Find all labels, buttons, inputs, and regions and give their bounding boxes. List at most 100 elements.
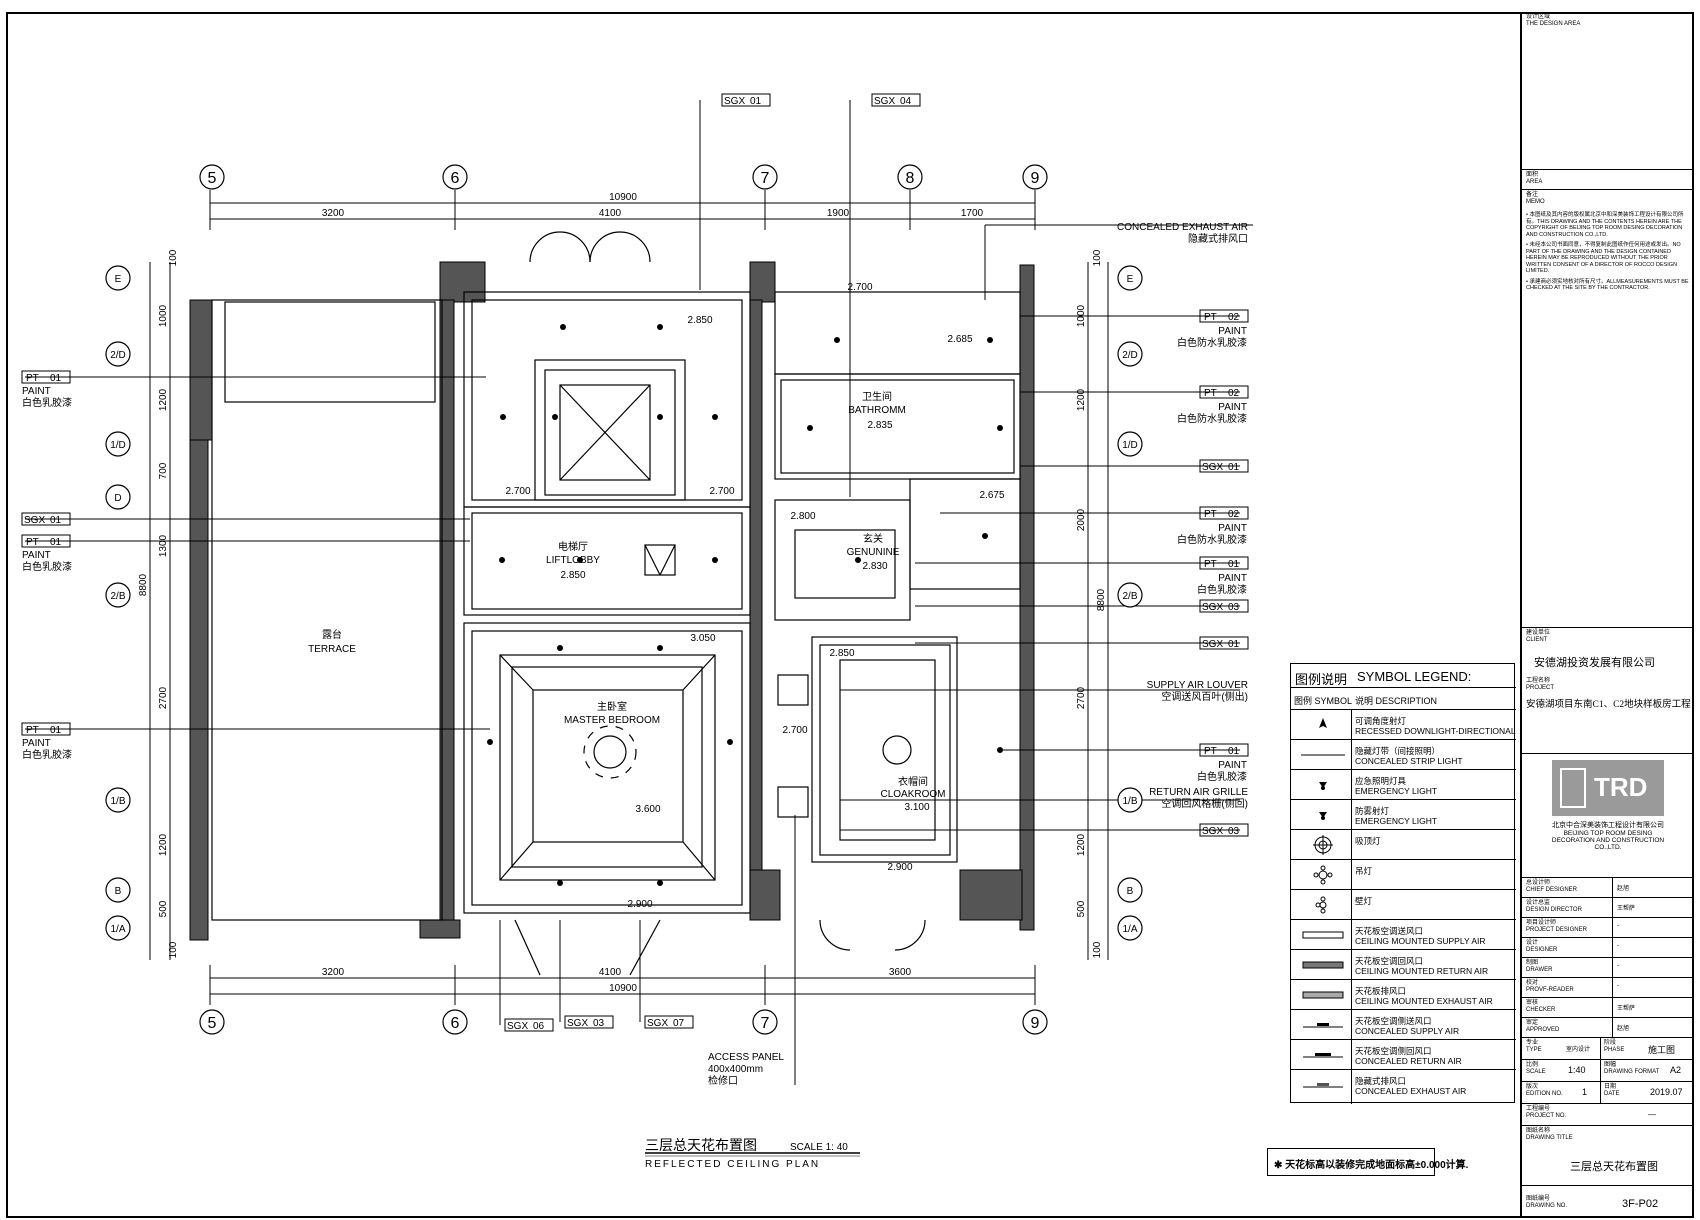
callout-supply-cn: 空调送风百叶(侧出) [1161,690,1248,703]
signoff-role-cn: 制图 [1526,960,1539,966]
area-label-cn: 面积 [1526,172,1539,178]
tag-en: PAINT [22,386,51,397]
room-cloak-level: 3.100 [904,802,929,813]
format-label-en: DRAWING FORMAT [1604,1069,1660,1075]
level-mark: 2.850 [829,648,854,659]
room-bathroom-en: BATHROMM [848,405,906,416]
project-no-value: — [1648,1110,1656,1119]
legend-item-en: CONCEALED STRIP LIGHT [1355,756,1463,766]
return-air-icon [1299,954,1347,976]
grid-col-7-bottom: 7 [761,1015,770,1032]
exhaust-air-icon [1299,984,1347,1006]
tag-code: SGX [647,1018,668,1029]
legend-row: 天花板空调回风口 CEILING MOUNTED RETURN AIR [1291,950,1516,980]
room-liftlobby-level: 2.850 [560,570,585,581]
dim-left-3: 1200 [158,388,169,411]
company-logo: TRD [1552,760,1664,816]
signoff-role-cn: 审定 [1526,1020,1539,1026]
callout-exhaust-cn: 隐藏式排风口 [1188,232,1248,245]
room-liftlobby-cn: 电梯厅 [558,540,588,553]
room-cloak-en: CLOAKROOM [880,789,945,800]
tag-code: PT [1204,559,1217,570]
tag-no: 01 [1228,559,1240,570]
tag-code: PT [1204,746,1217,757]
tag-code: SGX [1202,826,1223,837]
antifog-light-icon [1299,804,1347,826]
signoff-role-cn: 设计 [1526,940,1539,946]
edition-label-cn: 版次 [1526,1084,1539,1090]
signoff-name: 赵旭 [1617,886,1630,892]
client-cell: 建设单位 CLIENT 安德湖投资发展有限公司 工程名称 PROJECT 安德湖… [1522,628,1694,754]
room-master-cn: 主卧室 [597,700,627,713]
dim-left-4: 700 [158,462,169,479]
grid-row-1b-left: 1/B [110,796,125,807]
project-label-en: PROJECT [1526,685,1555,691]
legend-item-cn: 应急照明灯具 [1355,776,1407,786]
phase-label-en: PHASE [1604,1047,1625,1053]
room-bathroom-cn: 卫生间 [862,390,892,403]
dim-top-2: 4100 [599,208,622,219]
legend-item-cn: 天花板空调侧回风口 [1355,1046,1432,1056]
callout-return-cn: 空调回风格栅(侧回) [1161,797,1248,810]
legend-title: 图例说明 SYMBOL LEGEND: [1291,664,1516,688]
format-label-cn: 图幅 [1604,1062,1617,1068]
ceiling-light-icon [1299,834,1347,856]
tag-no: 01 [50,537,62,548]
tag-code: SGX [567,1018,588,1029]
legend-item-cn: 隐藏式排风口 [1355,1076,1407,1086]
phase-label-cn: 阶段 [1604,1040,1617,1046]
legend-item-cn: 防雾射灯 [1355,806,1390,816]
type-label-cn: 专业 [1526,1040,1539,1046]
tag-cn: 白色防水乳胶漆 [1177,412,1247,425]
dim-bottom-1: 3200 [322,967,345,978]
legend-header: 图例 SYMBOL 说明 DESCRIPTION [1291,688,1516,710]
client-label-cn: 建设单位 [1526,630,1551,636]
grid-row-2b-left: 2/B [110,591,125,602]
grid-col-6-top: 6 [451,170,460,187]
level-mark: 2.900 [887,862,912,873]
level-mark: 2.700 [847,282,872,293]
signoff-role-en: CHIEF DESIGNER [1526,887,1578,893]
scale-value: 1:40 [1568,1065,1586,1075]
level-mark: 2.700 [782,725,807,736]
memo-cell: 备注 MEMO • 本图纸及其内容的版权属北京中和深美装饰工程设计有限公司所有。… [1522,190,1694,628]
signoff-name: - [1617,983,1619,989]
grid-row-1b-right: 1/B [1122,796,1137,807]
level-mark: 2.850 [687,315,712,326]
title-block: 设计区域 THE DESIGN AREA 面积 AREA 备注 MEMO • 本… [1520,12,1694,1218]
dim-right-6: 1200 [1076,833,1087,856]
tag-code: PT [26,537,39,548]
legend-item-en: CONCEALED RETURN AIR [1355,1056,1462,1066]
tag-no: 04 [900,96,912,107]
dim-right-8: 100 [1092,941,1103,958]
legend-item-cn: 壁灯 [1355,896,1373,906]
legend-row: 防雾射灯 EMERGENCY LIGHT [1291,800,1516,830]
legend-row: 隐藏灯带（间接照明） CONCEALED STRIP LIGHT [1291,740,1516,770]
grid-row-d-left: D [114,493,121,504]
grid-row-2d-left: 2/D [110,350,126,361]
tag-code: SGX [1202,639,1223,650]
drawing-title-label-en: DRAWING TITLE [1526,1135,1573,1141]
scale-label-cn: 比例 [1526,1062,1539,1068]
legend-divider [1351,710,1352,1104]
legend-row: 吸顶灯 [1291,830,1516,860]
legend-item-cn: 吊灯 [1355,866,1373,876]
legend-row: 壁灯 [1291,890,1516,920]
memo-text-2: • 未经本公司书面同意，不得复制此图纸作任何用途或发出。NO PART OF T… [1526,242,1681,274]
dim-top-1: 3200 [322,208,345,219]
signoff-name: - [1617,943,1619,949]
grid-row-b-right: B [1127,886,1134,897]
signoff-role-cn: 审核 [1526,1000,1539,1006]
signoff-name: 赵旭 [1617,1026,1630,1032]
legend-item-en: CEILING MOUNTED RETURN AIR [1355,966,1489,976]
tag-cn: 白色乳胶漆 [1197,583,1247,596]
tag-no: 03 [593,1018,605,1029]
client-label-en: CLIENT [1526,637,1548,643]
side-supply-icon [1299,1014,1347,1036]
tag-code: PT [1204,388,1217,399]
legend-row: 天花板空调侧送风口 CONCEALED SUPPLY AIR [1291,1010,1516,1040]
